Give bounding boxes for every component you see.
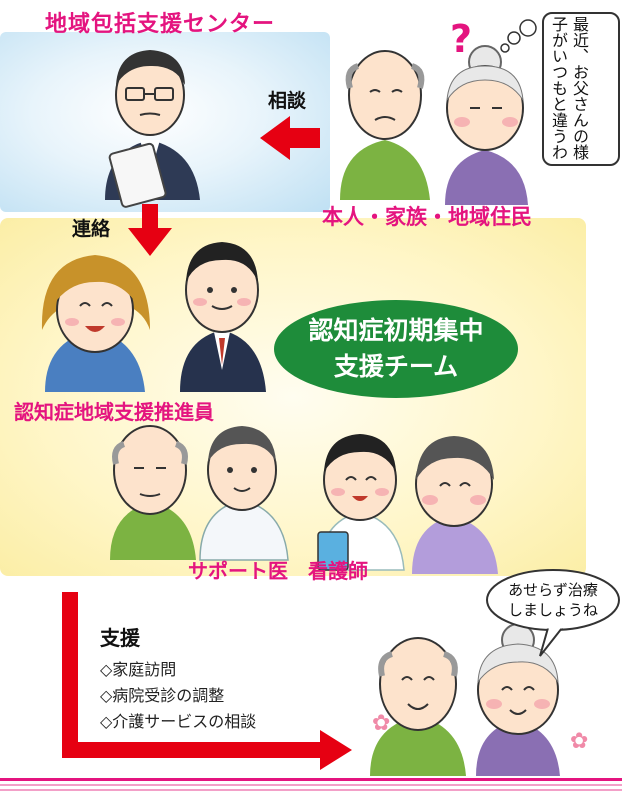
residents-label: 本人・家族・地域住民 bbox=[322, 205, 532, 229]
speech-bubble-bottom bbox=[486, 569, 620, 657]
arrow-support bbox=[62, 592, 352, 770]
support-item: ◇病院受診の調整 bbox=[100, 686, 225, 705]
support-item: ◇家庭訪問 bbox=[100, 660, 177, 679]
team-name-line2: 支援チーム bbox=[333, 352, 459, 381]
center-staff-illustration bbox=[105, 50, 200, 208]
page-title: 地域包括支援センター bbox=[45, 12, 276, 37]
care-group-illustration bbox=[110, 425, 498, 574]
doctor-nurse-label: サポート医 看護師 bbox=[188, 559, 368, 583]
reassure-text: あせらず治療 しましょうね bbox=[488, 574, 618, 626]
promoter-woman-illustration bbox=[41, 255, 150, 392]
support-item: ◇介護サービスの相談 bbox=[100, 712, 257, 731]
footer-divider bbox=[0, 778, 622, 791]
team-badge: 認知症初期集中 支援チーム bbox=[274, 300, 518, 398]
arrow-consult bbox=[260, 116, 320, 160]
consult-label: 相談 bbox=[268, 90, 307, 112]
support-title: 支援 bbox=[100, 626, 140, 650]
promoter-label: 認知症地域支援推進員 bbox=[14, 400, 214, 424]
svg-text:✿: ✿ bbox=[570, 729, 588, 754]
svg-text:✿: ✿ bbox=[372, 711, 390, 736]
arrow-contact bbox=[128, 204, 172, 256]
reassure-line2: しましょうね bbox=[507, 601, 598, 619]
svg-text:?: ? bbox=[450, 17, 472, 61]
family-concern-text: 最近、お父さんの様子がいつもと違うわ bbox=[549, 16, 589, 160]
promoter-man-illustration bbox=[180, 242, 266, 392]
team-name-line1: 認知症初期集中 bbox=[308, 316, 484, 345]
reassure-line1: あせらず治療 bbox=[508, 581, 598, 599]
speech-bubble-top bbox=[542, 12, 620, 166]
contact-label: 連絡 bbox=[72, 218, 111, 240]
residents-illustration: ? bbox=[340, 17, 537, 205]
happy-couple-illustration: ✿ ✿ bbox=[370, 623, 588, 776]
